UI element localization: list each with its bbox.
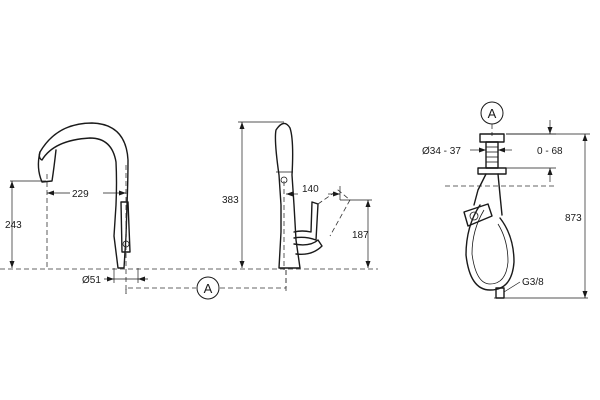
installation-supply-tube-left [473,173,487,206]
installation-hose-dimension: 873 [506,133,590,298]
callout-bottom-label: A [204,281,213,296]
installation-hole-label: Ø34 - 37 [422,146,461,157]
installation-connection-label: G3/8 [522,277,544,288]
side-faucet-body [274,122,301,269]
installation-deck-label: 0 - 68 [537,146,563,157]
callout-leader-bottom [125,287,196,294]
front-height-dimension: 243 [5,180,46,268]
side-view [274,122,351,294]
side-depth-label: 140 [302,184,319,195]
front-spray-head [37,149,57,183]
installation-hose-label: 873 [565,213,582,224]
callout-top-label: A [488,106,497,121]
front-reach-label: 229 [72,189,89,200]
installation-hole-dimension: Ø34 - 37 [422,146,512,157]
installation-weight-ring [469,211,479,221]
side-handle-lever [293,201,319,241]
front-diameter-dimension: Ø51 [82,268,148,286]
side-height-label: 383 [222,195,239,206]
installation-nut [477,167,507,175]
side-height-dimension: 383 [222,121,284,268]
side-handle-dimension: 187 [340,199,372,268]
installation-supply-tube-right [497,173,503,216]
side-handle-label: 187 [352,230,369,241]
front-diameter-label: Ø51 [82,275,101,286]
side-handle-base [293,239,323,256]
side-lever-swing [317,189,351,237]
front-view [37,122,131,294]
callout-bottom-circle [196,276,220,300]
installation-connector-leader [503,281,521,293]
installation-shank [485,141,499,169]
installation-hose-loop [465,204,515,291]
installation-hose-inner [471,209,509,285]
installation-view: A [463,101,588,299]
installation-deck-dimension: 0 - 68 [506,120,563,182]
installation-counterweight [463,203,493,227]
side-depth-dimension: 140 [286,184,341,200]
front-height-label: 243 [5,220,22,231]
front-reach-dimension: 229 [47,189,126,200]
